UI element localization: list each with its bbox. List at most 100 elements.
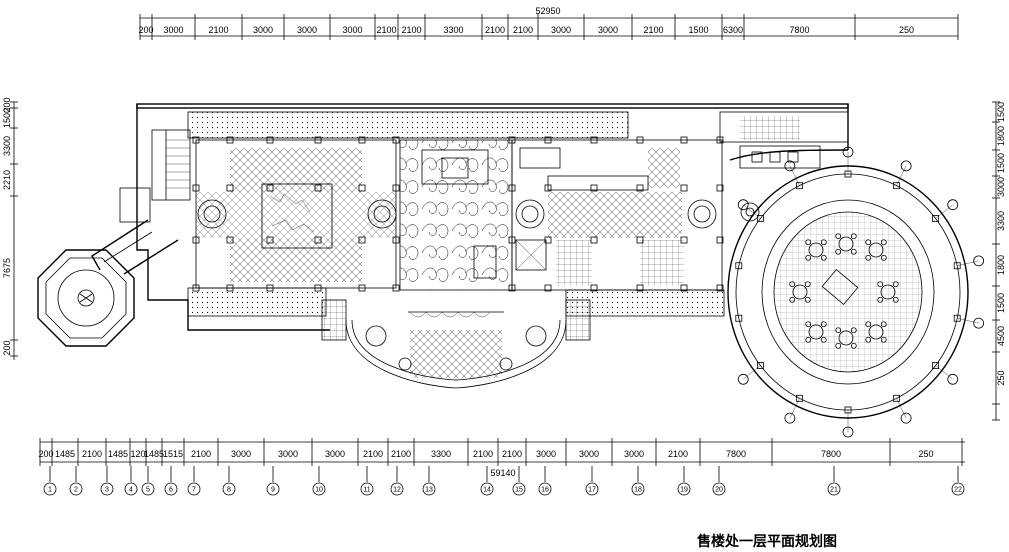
column — [314, 236, 322, 244]
top-dim-value: 2100 — [208, 25, 228, 35]
bottom-dim-value: 2100 — [668, 449, 688, 459]
column — [716, 184, 724, 192]
rotunda-dining-tables — [789, 233, 899, 349]
east-room-tile-a — [556, 240, 592, 286]
left-dim-value: 1500 — [2, 108, 12, 128]
top-dim-value: 2100 — [401, 25, 421, 35]
right-dim-value: 3000 — [996, 177, 1006, 197]
column — [226, 284, 234, 292]
axis-bubble-label: 15 — [515, 487, 523, 494]
column — [590, 284, 598, 292]
top-dim-value: 1500 — [688, 25, 708, 35]
axis-bubble-label: 5 — [146, 487, 150, 494]
column — [590, 184, 598, 192]
top-dim-value: 2100 — [485, 25, 505, 35]
rotunda-column — [893, 182, 900, 190]
column — [266, 136, 274, 144]
top-dim-value: 3300 — [443, 25, 463, 35]
table — [880, 284, 896, 300]
bottom-dim-value: 7800 — [726, 449, 746, 459]
left-dim-value: 200 — [2, 97, 12, 112]
bottom-dim-value: 2100 — [502, 449, 522, 459]
bottom-dim-value: 2100 — [82, 449, 102, 459]
rotunda-column — [932, 362, 939, 369]
top-dim-value: 3000 — [297, 25, 317, 35]
column — [716, 284, 724, 292]
bottom-dim-value: 120 — [130, 449, 145, 459]
west-octagon-pavilion — [37, 187, 179, 347]
west-hall-floor-north — [230, 148, 362, 192]
top-total-dim: 52950 — [535, 6, 560, 16]
left-dim-value: 2210 — [2, 170, 12, 190]
column — [716, 236, 724, 244]
right-dim-value: 3300 — [996, 211, 1006, 231]
rotunda-column — [932, 215, 939, 222]
west-hall-floor-mid — [196, 192, 396, 238]
bottom-dim-value: 3000 — [231, 449, 251, 459]
bottom-dim-value: 2100 — [363, 449, 383, 459]
axis-bubble-label: 10 — [315, 487, 323, 494]
column — [392, 284, 400, 292]
axis-bubble-label: 18 — [634, 487, 642, 494]
table — [838, 330, 854, 346]
bottom-dim-value: 1485 — [108, 449, 128, 459]
rotunda-bubble — [973, 255, 985, 267]
top-dim-value: 250 — [899, 25, 914, 35]
right-dim-value: 1800 — [996, 126, 1006, 146]
rotunda-column — [893, 394, 900, 402]
left-dim-value: 3300 — [2, 136, 12, 156]
rotunda-column — [757, 362, 764, 369]
rotunda-bubble — [842, 426, 854, 438]
east-hall-floor — [548, 192, 682, 238]
rotunda-bubble — [784, 412, 796, 424]
rotunda-bubble — [973, 317, 985, 329]
column — [266, 236, 274, 244]
rotunda-axis-bubbles — [737, 146, 985, 438]
left-dim-value: 200 — [2, 340, 12, 355]
bottom-total-dim: 59140 — [490, 468, 515, 478]
bottom-dim-value: 3000 — [325, 449, 345, 459]
bottom-dim-value: 2100 — [391, 449, 411, 459]
east-room-tile-b — [640, 240, 684, 286]
axis-bubble-label: 14 — [483, 487, 491, 494]
bottom-dim-value: 3000 — [278, 449, 298, 459]
column — [192, 236, 200, 244]
east-counter — [547, 175, 649, 191]
rotunda-column — [796, 394, 803, 402]
bottom-dim-value: 7800 — [821, 449, 841, 459]
rotunda-column — [953, 314, 961, 322]
bottom-dim-value: 1485 — [144, 449, 164, 459]
top-dim-value: 3000 — [551, 25, 571, 35]
rotunda-bubble — [737, 199, 749, 211]
rotunda-column — [953, 262, 961, 270]
column — [266, 184, 274, 192]
left-dim-value: 7675 — [2, 258, 12, 278]
bottom-dim-value: 3000 — [579, 449, 599, 459]
axis-bubble-label: 7 — [192, 487, 196, 494]
rotunda-bubble — [842, 146, 854, 158]
column — [226, 236, 234, 244]
axis-bubble-label: 17 — [588, 487, 596, 494]
south-planting-east — [566, 290, 724, 316]
table — [792, 284, 808, 300]
axis-bubble-label: 8 — [227, 487, 231, 494]
connector-vestibule — [119, 187, 151, 223]
column — [226, 184, 234, 192]
column — [266, 284, 274, 292]
axis-bubble-label: 13 — [425, 487, 433, 494]
column — [636, 184, 644, 192]
column — [392, 136, 400, 144]
top-dim-value: 3000 — [342, 25, 362, 35]
rotunda-column — [796, 182, 803, 190]
column — [192, 284, 200, 292]
main-building — [136, 103, 849, 389]
bottom-dim-value: 200 — [38, 449, 53, 459]
table — [838, 236, 854, 252]
rotunda-centerpiece — [821, 269, 859, 305]
